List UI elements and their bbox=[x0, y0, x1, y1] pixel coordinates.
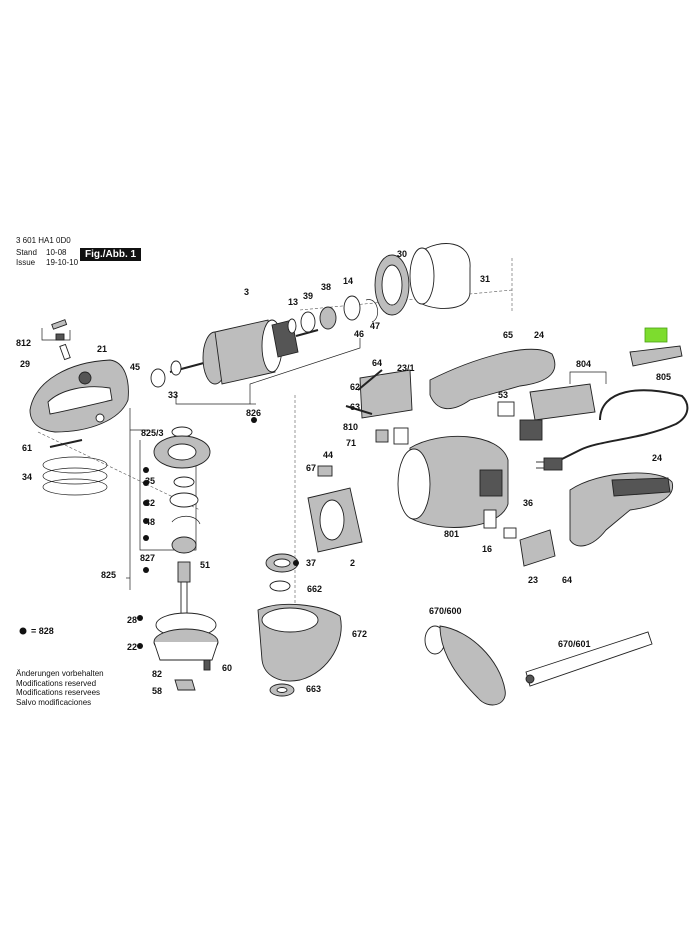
label-47: 47 bbox=[370, 321, 380, 331]
label-64: 64 bbox=[372, 358, 382, 368]
brush-holders bbox=[317, 369, 413, 477]
label-51: 51 bbox=[200, 560, 210, 570]
legend-marker bbox=[19, 627, 27, 635]
doc-number: 3 601 HA1 0D0 bbox=[16, 236, 71, 245]
label-63: 63 bbox=[350, 402, 360, 412]
label-23-1: 23/1 bbox=[397, 363, 415, 373]
label-670-601: 670/601 bbox=[558, 639, 591, 649]
label-22: 22 bbox=[127, 642, 137, 652]
label-38: 38 bbox=[321, 282, 331, 292]
label-45: 45 bbox=[130, 362, 140, 372]
label-37: 37 bbox=[306, 558, 316, 568]
label-46: 46 bbox=[354, 329, 364, 339]
issue-value: 19-10-10 bbox=[46, 258, 79, 267]
stand-label: Stand bbox=[16, 248, 37, 257]
label-44: 44 bbox=[323, 450, 333, 460]
power-cable bbox=[536, 389, 689, 471]
label-30: 30 bbox=[397, 249, 407, 259]
note-line: Änderungen vorbehalten bbox=[16, 669, 104, 678]
label-21: 21 bbox=[97, 344, 107, 354]
label-62: 62 bbox=[350, 382, 360, 392]
switch-assembly bbox=[519, 383, 596, 441]
handle-top bbox=[429, 348, 556, 417]
label-805: 805 bbox=[656, 372, 671, 382]
label-826: 826 bbox=[246, 408, 261, 418]
gear-head-cover bbox=[29, 359, 129, 433]
cord-protector-highlighted bbox=[629, 327, 683, 367]
wheel-guard bbox=[257, 553, 342, 697]
label-825: 825 bbox=[101, 570, 116, 580]
pin-spanner bbox=[525, 631, 653, 687]
label-24-top: 24 bbox=[534, 330, 544, 340]
label-14: 14 bbox=[343, 276, 353, 286]
label-28: 28 bbox=[127, 615, 137, 625]
label-672: 672 bbox=[352, 629, 367, 639]
marker-dots bbox=[137, 417, 299, 649]
figure-label: Fig./Abb. 1 bbox=[80, 248, 142, 261]
label-53: 53 bbox=[498, 390, 508, 400]
issue-label: Issue bbox=[16, 258, 36, 267]
note-line: Modifications reserved bbox=[16, 678, 97, 688]
label-58: 58 bbox=[152, 686, 162, 696]
locking-pin-set bbox=[51, 319, 71, 361]
label-64-bottom: 64 bbox=[562, 575, 572, 585]
label-825-3: 825/3 bbox=[141, 428, 164, 438]
label-35: 35 bbox=[145, 476, 155, 486]
label-663: 663 bbox=[306, 684, 321, 694]
label-801: 801 bbox=[444, 529, 459, 539]
label-810: 810 bbox=[343, 422, 358, 432]
rings-34 bbox=[42, 456, 108, 496]
label-33: 33 bbox=[168, 390, 178, 400]
label-812: 812 bbox=[16, 338, 31, 348]
note-line: Salvo modificaciones bbox=[16, 697, 92, 707]
field-coil bbox=[307, 487, 363, 553]
label-61: 61 bbox=[22, 443, 32, 453]
label-662: 662 bbox=[307, 584, 322, 594]
motor-housing bbox=[397, 435, 509, 528]
label-23: 23 bbox=[528, 575, 538, 585]
note-line: Modifications reservees bbox=[16, 688, 101, 697]
label-827: 827 bbox=[140, 553, 155, 563]
label-60: 60 bbox=[222, 663, 232, 673]
label-29: 29 bbox=[20, 359, 30, 369]
fan-and-housing bbox=[374, 243, 471, 316]
label-24-bottom: 24 bbox=[652, 453, 662, 463]
part-labels: 812 29 21 45 33 3 13 39 38 14 30 31 47 4… bbox=[16, 249, 671, 696]
label-39: 39 bbox=[303, 291, 313, 301]
label-82: 82 bbox=[152, 669, 162, 679]
label-16: 16 bbox=[482, 544, 492, 554]
label-3: 3 bbox=[244, 287, 249, 297]
label-804: 804 bbox=[576, 359, 591, 369]
notes-block: Änderungen vorbehalten Modifications res… bbox=[16, 669, 104, 707]
bearing-stack bbox=[287, 295, 379, 334]
spindle-assembly bbox=[153, 561, 219, 691]
label-67: 67 bbox=[306, 463, 316, 473]
stand-value: 10-08 bbox=[46, 248, 67, 257]
auxiliary-handle bbox=[424, 625, 506, 706]
label-34: 34 bbox=[22, 472, 32, 482]
gear-set bbox=[153, 426, 211, 554]
label-13: 13 bbox=[288, 297, 298, 307]
label-65: 65 bbox=[503, 330, 513, 340]
label-48: 48 bbox=[145, 517, 155, 527]
label-71: 71 bbox=[346, 438, 356, 448]
legend-marker-label: = 828 bbox=[31, 626, 54, 636]
label-32: 32 bbox=[145, 498, 155, 508]
handle-bottom bbox=[569, 472, 674, 547]
label-31: 31 bbox=[480, 274, 490, 284]
label-670-600: 670/600 bbox=[429, 606, 462, 616]
side-plates bbox=[483, 509, 556, 567]
armature bbox=[150, 319, 319, 388]
label-2: 2 bbox=[350, 558, 355, 568]
label-36: 36 bbox=[523, 498, 533, 508]
